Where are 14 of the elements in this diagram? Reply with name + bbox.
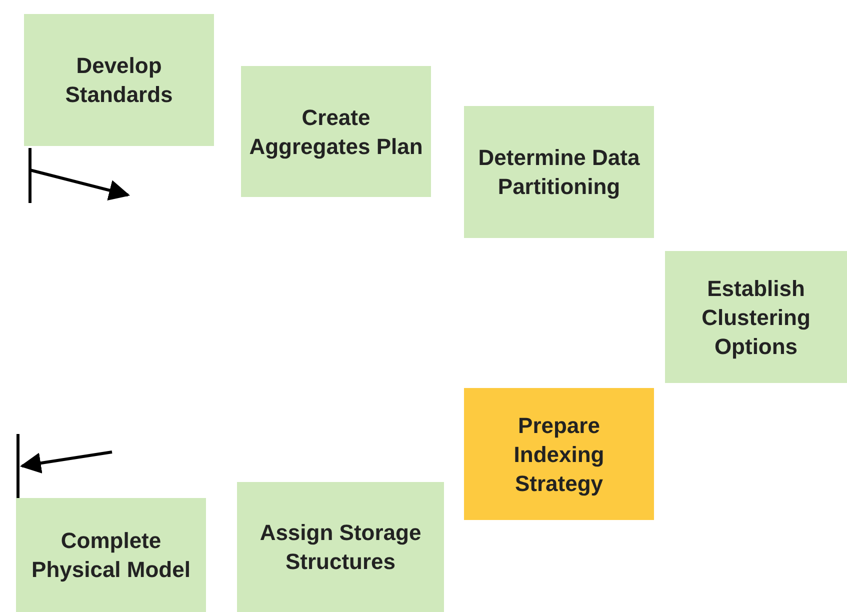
process-box [24,14,214,146]
step-label: Establish Clustering Options [700,274,812,360]
step-label: Prepare Indexing Strategy [512,412,606,498]
step-label: Determine Data Partitioning [477,144,641,201]
step-label: Complete Physical Model [30,527,192,584]
step-label: Assign Storage Structures [258,519,422,576]
process-box [16,498,206,612]
step-label: Create Aggregates Plan [249,104,423,160]
process-box [665,251,847,383]
process-box [241,66,431,197]
process-box [464,388,654,520]
process-box [464,106,654,238]
step-label: Develop Standards [64,52,174,109]
process-box [237,482,444,612]
